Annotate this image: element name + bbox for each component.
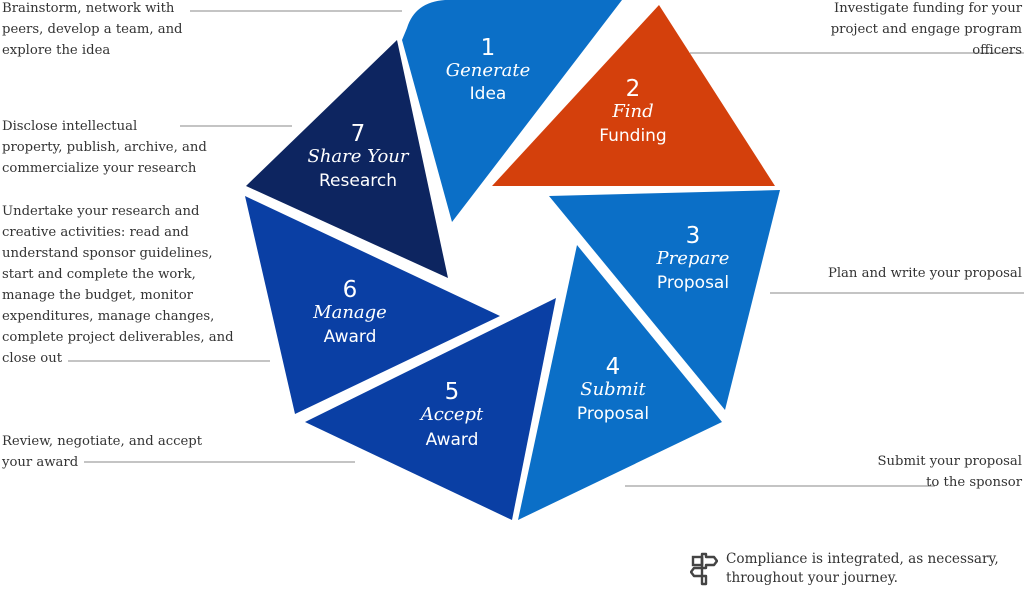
segment-7-noun: Research bbox=[319, 171, 397, 191]
compliance-note: Compliance is integrated, as necessary, … bbox=[690, 550, 999, 588]
step-3-description: Plan and write your proposal bbox=[827, 266, 1022, 281]
segment-1-verb: Generate bbox=[446, 60, 531, 81]
segment-5-noun: Award bbox=[426, 430, 479, 450]
segment-2-noun: Funding bbox=[599, 126, 666, 146]
segment-1-shape[interactable] bbox=[402, 0, 622, 222]
step-7-description: Disclose intellectual property, publish,… bbox=[2, 119, 207, 176]
segment-3-number: 3 bbox=[686, 223, 701, 249]
segment-3-noun: Proposal bbox=[657, 273, 729, 293]
segment-6-noun: Award bbox=[324, 327, 377, 347]
segment-4-shape[interactable] bbox=[518, 245, 722, 520]
segment-7-number: 7 bbox=[351, 121, 366, 147]
segment-5-verb: Accept bbox=[419, 404, 484, 425]
segment-6-verb: Manage bbox=[312, 302, 387, 323]
segment-6-shape[interactable] bbox=[245, 196, 500, 414]
segment-4-noun: Proposal bbox=[577, 404, 649, 424]
segment-4-number: 4 bbox=[606, 354, 621, 380]
segment-7-shape[interactable] bbox=[246, 40, 448, 278]
segment-1-number: 1 bbox=[481, 35, 496, 61]
segment-4-verb: Submit bbox=[580, 379, 646, 400]
step-1-description: Brainstorm, network with peers, develop … bbox=[2, 1, 183, 58]
segment-3-verb: Prepare bbox=[656, 248, 730, 269]
signpost-icon bbox=[690, 552, 718, 586]
step-4-description: Submit your proposal to the sponsor bbox=[877, 454, 1022, 490]
segment-5-shape[interactable] bbox=[305, 298, 556, 520]
step-2-description: Investigate funding for your project and… bbox=[830, 1, 1022, 58]
compliance-text: Compliance is integrated, as necessary, … bbox=[726, 551, 999, 586]
segment-2-number: 2 bbox=[626, 76, 641, 102]
segment-2-shape[interactable] bbox=[492, 5, 775, 186]
segment-6-number: 6 bbox=[343, 277, 358, 303]
step-6-description: Undertake your research and creative act… bbox=[2, 204, 234, 366]
segment-1-noun: Idea bbox=[470, 84, 507, 104]
step-5-description: Review, negotiate, and accept your award bbox=[2, 434, 203, 470]
segment-2-verb: Find bbox=[611, 101, 653, 122]
segment-3-shape[interactable] bbox=[549, 190, 780, 410]
segment-7-verb: Share Your bbox=[308, 146, 410, 167]
segment-5-number: 5 bbox=[445, 379, 460, 405]
